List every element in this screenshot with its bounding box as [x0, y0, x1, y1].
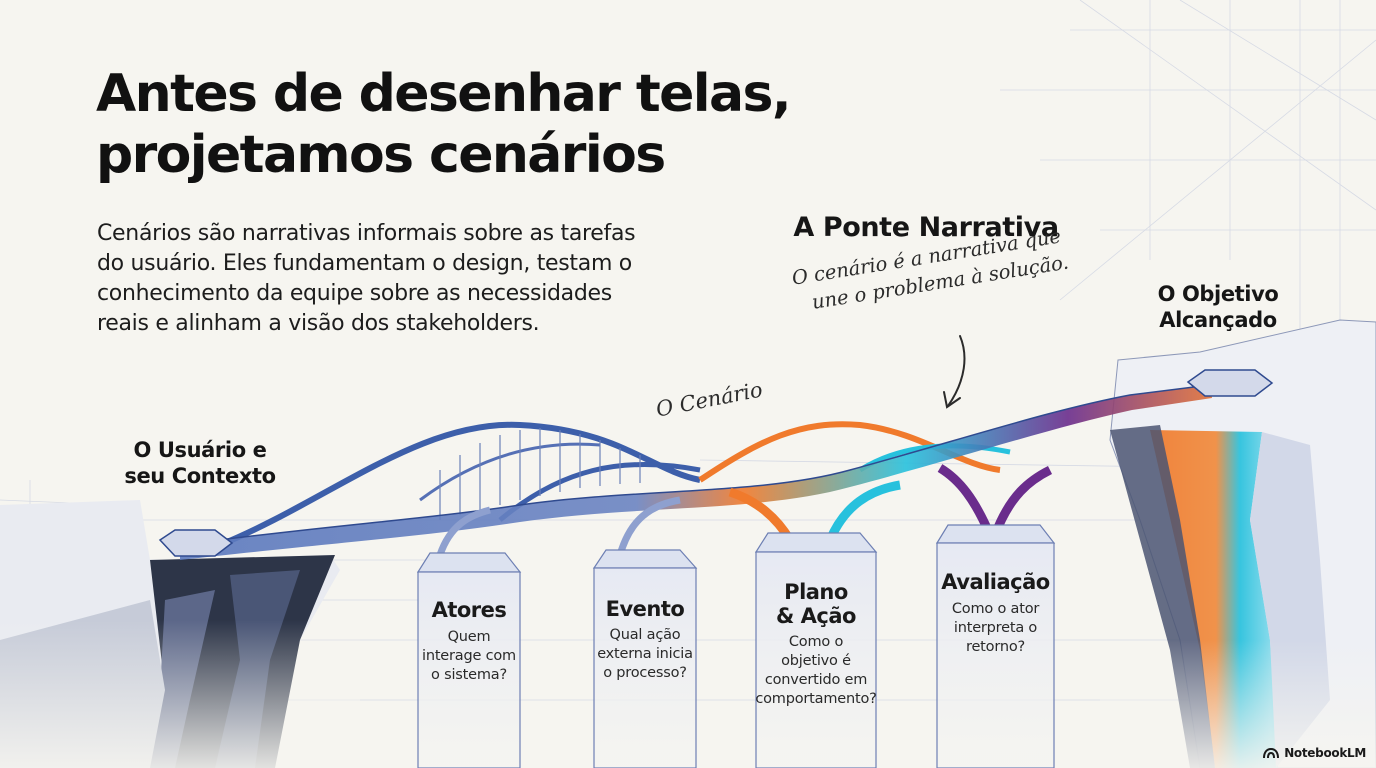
pillar-text-plan-action: Como o objetivo é convertido em comporta… [755, 634, 877, 707]
brand-name: NotebookLM [1284, 746, 1366, 760]
pillar-title-actors: Atores [431, 598, 507, 622]
intro-paragraph: Cenários são narrativas informais sobre … [97, 221, 636, 336]
pillar-title-evaluation: Avaliação [941, 570, 1050, 594]
start-platform [158, 529, 234, 557]
notebooklm-logo-icon [1263, 747, 1280, 759]
page-title: Antes de desenhar telas, projetamos cená… [96, 64, 792, 185]
bridge-hangers [439, 428, 641, 520]
bridge-arches [218, 421, 1011, 548]
left-cliff [0, 500, 360, 768]
pillar-supports [436, 464, 1053, 557]
pillar-text-actors: Quem interage com o sistema? [422, 629, 516, 683]
pillar-text-event: Qual ação externa inicia o processo? [597, 627, 693, 681]
pillar-text-evaluation: Como o ator interpreta o retorno? [951, 601, 1040, 655]
pillar-blocks [416, 524, 1056, 768]
goal-label: O Objetivo Alcançado [1157, 282, 1279, 332]
bridge-deck [158, 369, 1274, 560]
pillar-title-plan-action: Plano & Ação [776, 580, 856, 628]
start-label: O Usuário e seu Contexto [124, 438, 276, 488]
goal-platform [1186, 369, 1274, 397]
annotation-arrow [943, 335, 966, 409]
right-cliff [1100, 319, 1376, 768]
brand-mark: NotebookLM [1263, 746, 1366, 760]
pillar-title-event: Evento [605, 597, 685, 621]
bridge-title: A Ponte Narrativa [793, 212, 1059, 243]
